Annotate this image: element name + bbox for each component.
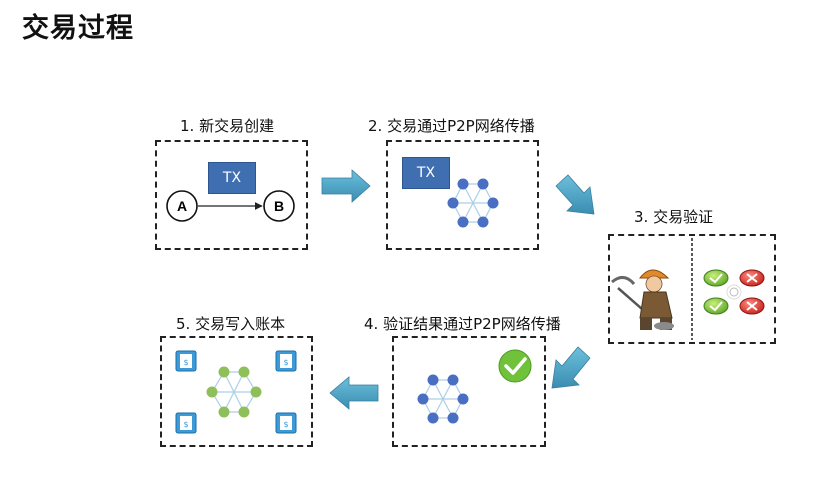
- node-a-label: A: [177, 198, 187, 214]
- step-1-label: 1. 新交易创建: [180, 117, 275, 135]
- node-b-label: B: [274, 198, 284, 214]
- svg-text:$: $: [183, 420, 188, 429]
- ledger-icon: $: [175, 350, 197, 372]
- network-step2: [447, 178, 499, 228]
- reject-button-icon-2: [739, 297, 765, 315]
- step-1-box: [155, 140, 308, 250]
- network-step5: [206, 366, 262, 418]
- flow-arrow-1-2: [321, 169, 371, 203]
- step-2-label: 2. 交易通过P2P网络传播: [368, 117, 535, 135]
- cursor-swirl-icon: [726, 284, 742, 300]
- step-4-box: [392, 336, 546, 447]
- flow-arrow-4-5: [329, 376, 379, 410]
- step-4-label: 4. 验证结果通过P2P网络传播: [364, 315, 561, 333]
- flow-arrow-2-3: [555, 174, 595, 215]
- network-step4: [417, 374, 469, 424]
- step-3-label: 3. 交易验证: [634, 208, 714, 226]
- ledger-icon: $: [275, 350, 297, 372]
- step-5-label: 5. 交易写入账本: [176, 315, 286, 333]
- page-title: 交易过程: [22, 13, 134, 44]
- approve-button-icon-2: [703, 297, 729, 315]
- flow-arrow-3-4: [551, 346, 591, 389]
- step-2-box: [386, 140, 539, 250]
- svg-text:$: $: [283, 358, 288, 367]
- svg-text:$: $: [183, 358, 188, 367]
- check-circle-icon: [498, 349, 532, 383]
- reject-button-icon: [739, 269, 765, 287]
- ledger-icon: $: [275, 412, 297, 434]
- step-3-box: [608, 234, 776, 344]
- approve-button-icon: [703, 269, 729, 287]
- ledger-icon: $: [175, 412, 197, 434]
- step-5-box: [160, 336, 313, 447]
- miner-icon: [611, 269, 674, 330]
- node-b: B: [263, 190, 295, 222]
- node-a: A: [166, 190, 198, 222]
- svg-text:$: $: [283, 420, 288, 429]
- tx-block-step1: TX: [208, 162, 256, 194]
- tx-block-step2: TX: [402, 157, 450, 189]
